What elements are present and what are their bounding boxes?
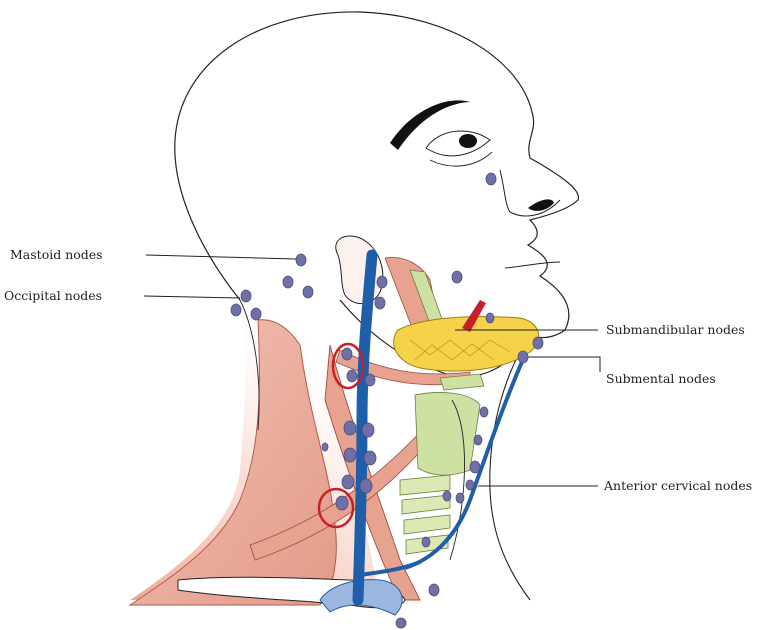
thyroid-cartilage (415, 392, 480, 475)
lymph-node (486, 313, 494, 323)
lymph-node (396, 618, 406, 628)
lymph-node (322, 443, 328, 451)
lymph-node (365, 374, 375, 386)
leader-occipital (144, 296, 240, 298)
lymph-node (518, 351, 528, 363)
lymph-node (443, 491, 451, 501)
label-occipital-nodes: Occipital nodes (4, 288, 102, 303)
lymph-node (456, 493, 464, 503)
lymph-node (474, 435, 482, 445)
eye-pupil (459, 134, 477, 148)
lymph-node (336, 496, 348, 510)
mouth (505, 262, 560, 268)
lymph-node (231, 304, 241, 316)
leader-mastoid (146, 255, 296, 259)
label-submental-nodes: Submental nodes (606, 371, 716, 386)
lymph-node (283, 276, 293, 288)
label-mastoid-nodes: Mastoid nodes (10, 247, 103, 262)
lymph-node (347, 370, 357, 382)
label-anterior-cervical-nodes: Anterior cervical nodes (603, 478, 752, 493)
lymph-node (422, 537, 430, 547)
nostril (528, 199, 554, 211)
eye-outline[interactable] (426, 131, 490, 156)
lymph-node (342, 348, 352, 360)
lymph-node (362, 423, 374, 437)
lymph-node (375, 297, 385, 309)
lymph-node (344, 448, 356, 462)
lymph-node (303, 286, 313, 298)
lymph-node (342, 475, 354, 489)
lymph-node (360, 479, 372, 493)
lymph-node (470, 461, 480, 473)
lymph-node (480, 407, 488, 417)
lymph-node (452, 271, 462, 283)
lymph-node (377, 276, 387, 288)
leader-submental (528, 357, 600, 372)
label-submandibular-nodes: Submandibular nodes (606, 322, 745, 337)
lymph-node (296, 254, 306, 266)
lymph-node (241, 290, 251, 302)
lymph-node (344, 421, 356, 435)
lymph-node (429, 584, 439, 596)
lymph-node (364, 451, 376, 465)
lymph-node (486, 173, 496, 185)
lymph-node (466, 480, 474, 490)
lymph-node (533, 337, 543, 349)
lymph-node (251, 308, 261, 320)
